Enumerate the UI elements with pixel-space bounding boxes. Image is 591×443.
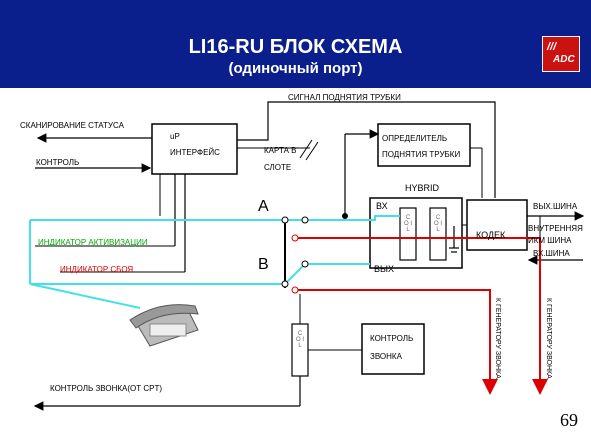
- label-vyx: ВЫХ: [374, 264, 394, 274]
- label-control: КОНТРОЛЬ: [36, 158, 80, 167]
- label-offhook-signal: СИГНАЛ ПОДНЯТИЯ ТРУБКИ: [288, 93, 401, 102]
- coil-1: [399, 207, 417, 261]
- slide-subtitle: (одиночный порт): [228, 60, 363, 77]
- line-b-wire: [30, 263, 370, 285]
- label-vx: ВХ: [376, 201, 388, 211]
- label-fail-indicator: ИНДИКАТОР СБОЯ: [60, 265, 134, 274]
- label-card-slot-2: СЛОТЕ: [264, 163, 292, 172]
- coil-label-2: C O I L: [433, 215, 442, 233]
- label-ring-gen-1: К ГЕНЕРАТОРУ ЗВОНКА: [494, 298, 501, 379]
- label-hybrid: HYBRID: [405, 183, 440, 193]
- codec-box: [466, 199, 528, 251]
- ring-control-box: [361, 323, 425, 375]
- label-detector-1: ОПРЕДЕЛИТЕЛЬ: [382, 134, 448, 143]
- label-in-bus: ВХ.ШИНА: [533, 249, 570, 258]
- label-up: uP: [170, 132, 180, 141]
- ring-line-b: [298, 289, 498, 395]
- coil-2: [429, 207, 447, 261]
- label-ring-control-crt: КОНТРОЛЬ ЗВОНКА(ОТ CPT): [50, 384, 163, 393]
- label-status-scan: СКАНИРОВАНИЕ СТАТУСА: [20, 121, 124, 130]
- label-card-slot-1: КАРТА В: [264, 146, 297, 155]
- offhook-signal-line: [237, 101, 496, 198]
- label-active-indicator: ИНДИКАТОР АКТИВИЗАЦИИ: [38, 238, 148, 247]
- label-detector-2: ПОДНЯТИЯ ТРУБКИ: [382, 150, 461, 159]
- label-internal-2: ИКМ ШИНА: [528, 236, 572, 245]
- label-interface: ИНТЕРФЕЙС: [170, 148, 220, 157]
- logo-stripes: ///: [547, 41, 557, 53]
- logo-text: ADC: [553, 54, 575, 65]
- header-bar: LI16-RU БЛОК СХЕМА (одиночный порт) /// …: [0, 0, 591, 88]
- label-line-a: А: [258, 198, 269, 215]
- coil-label-3: C O I L: [295, 331, 304, 349]
- slide-title: LI16-RU БЛОК СХЕМА: [188, 36, 403, 58]
- label-ring-control-1: КОНТРОЛЬ: [370, 334, 414, 343]
- ring-line-a: [298, 237, 548, 395]
- label-ring-gen-2: К ГЕНЕРАТОРУ ЗВОНКА: [545, 298, 552, 379]
- telephone-icon: [129, 304, 199, 347]
- adc-logo: /// ADC: [542, 36, 580, 72]
- label-ring-control-2: ЗВОНКА: [370, 352, 402, 361]
- detector-box: [377, 123, 471, 167]
- up-interface-box: [151, 123, 238, 175]
- label-codec: КОДЕК: [476, 230, 506, 240]
- page-number: 69: [560, 410, 578, 430]
- block-diagram: СИГНАЛ ПОДНЯТИЯ ТРУБКИ СКАНИРОВАНИЕ СТАТ…: [0, 88, 591, 443]
- coil-label-1: C O I L: [403, 215, 412, 233]
- label-internal-1: ВНУТРЕННЯЯ: [528, 224, 583, 233]
- diagram-lines: [29, 101, 585, 411]
- label-line-b: В: [258, 256, 269, 273]
- label-out-bus: ВЫХ.ШИНА: [533, 202, 578, 211]
